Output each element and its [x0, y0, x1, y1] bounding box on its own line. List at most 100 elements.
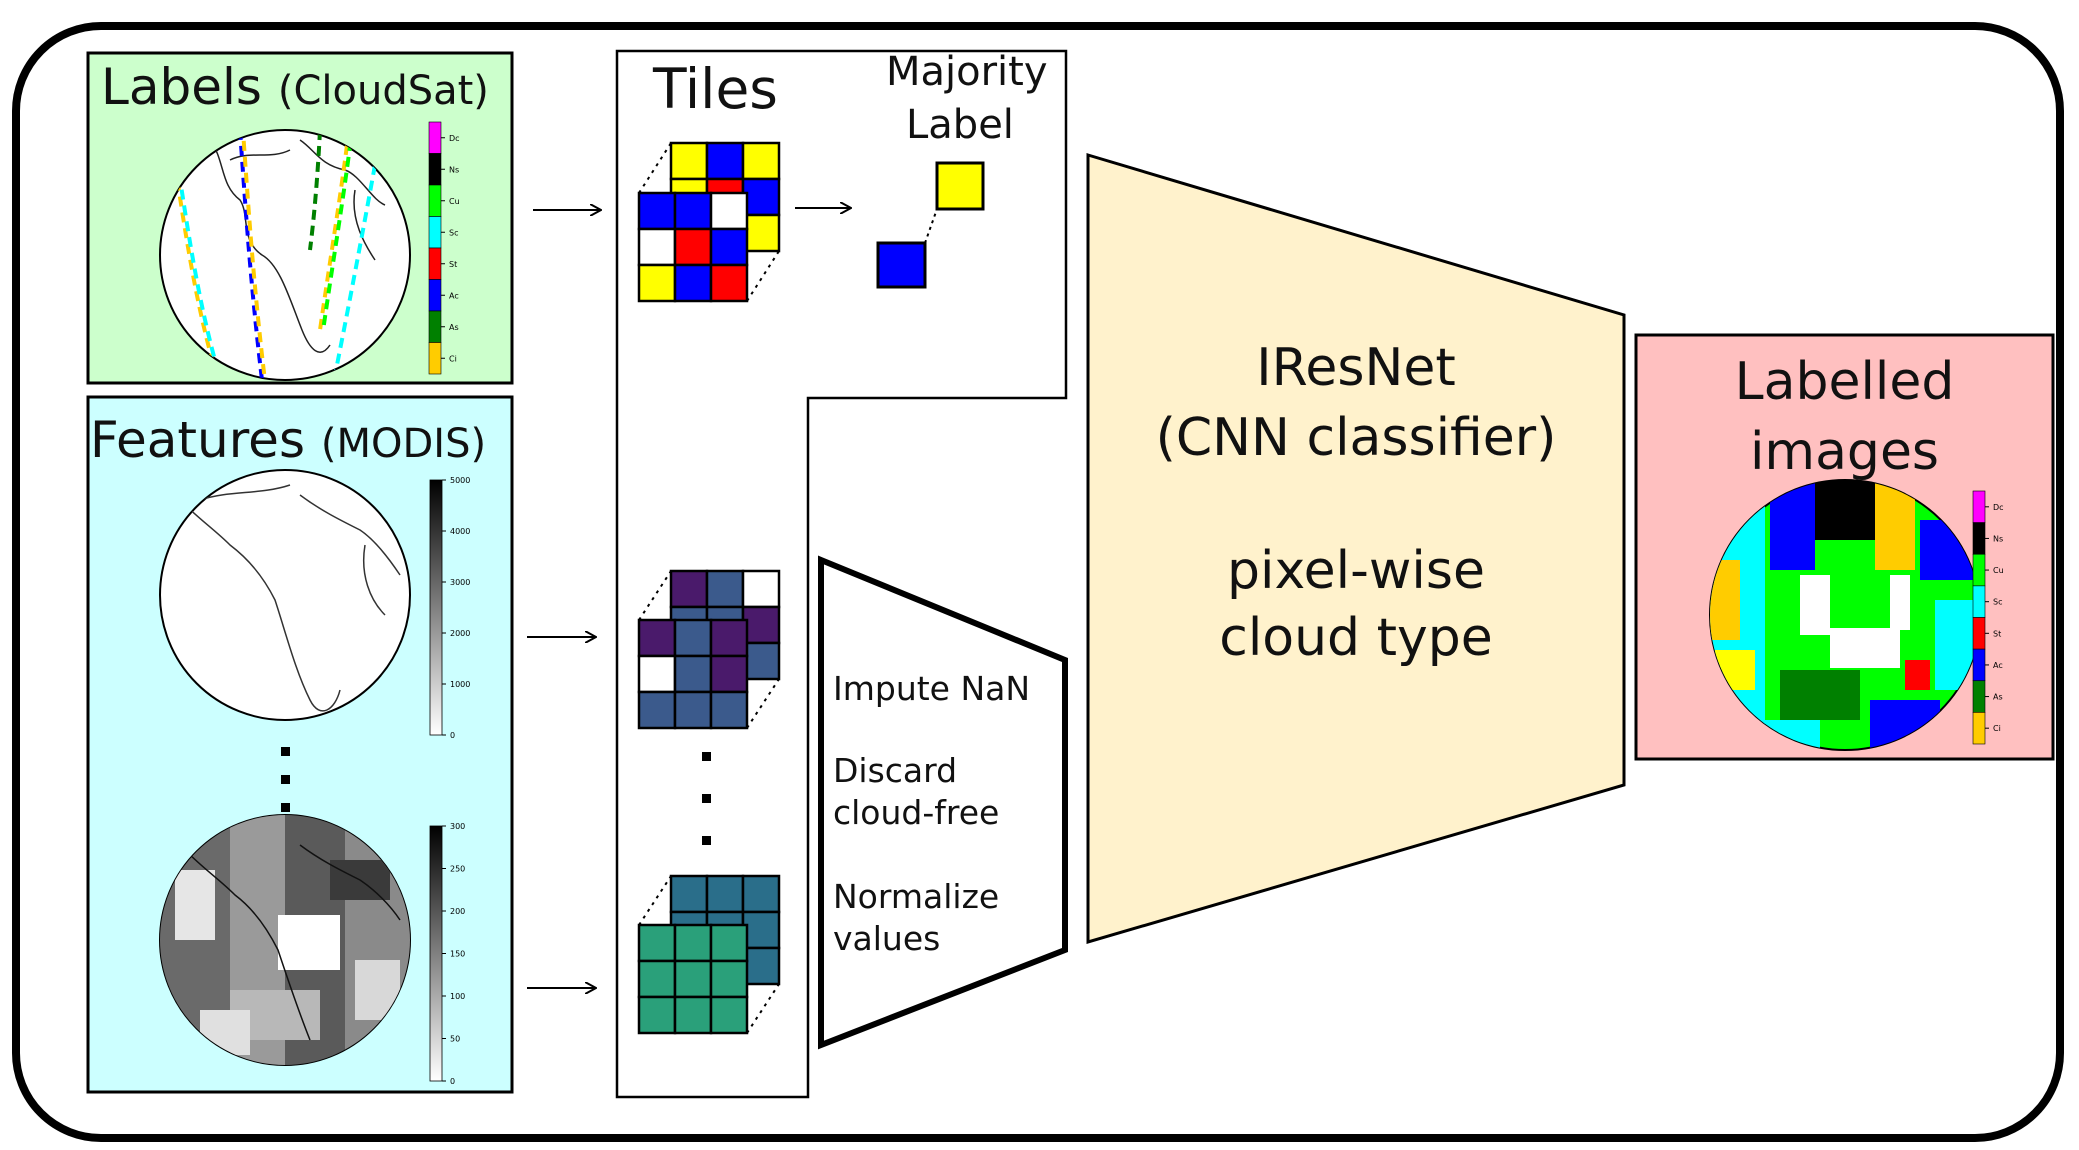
- colorbar-segment: [1972, 648, 1986, 682]
- colorbar-tick-label: 50: [450, 1035, 460, 1044]
- colorbar-tick-label: Sc: [449, 228, 458, 237]
- stack-depth-dots: [746, 250, 780, 302]
- colorbar-tick-label: Ci: [1993, 724, 2001, 733]
- colorbar-segment: [428, 279, 442, 312]
- colorbar-segment: [1972, 490, 1986, 523]
- colorbar-segment: [428, 216, 442, 249]
- majority-label-tiles: [876, 161, 985, 289]
- colorbar-tick-label: Ac: [449, 291, 459, 300]
- stack-depth-dots: [746, 983, 780, 1034]
- colorbar-tick-label: 0: [450, 1077, 455, 1086]
- colorbar-segment: [1972, 522, 1986, 555]
- label-tile-cell-front: [637, 191, 677, 231]
- stack-depth-dots: [746, 678, 780, 729]
- label-tile-cell-front: [673, 263, 713, 303]
- colorbar-tick-label: As: [449, 323, 459, 332]
- model-task-line1: pixel-wise: [1227, 541, 1485, 601]
- feature-tile-cell-back: [741, 605, 781, 645]
- feature-tile-cell-back: [741, 641, 781, 681]
- feature-tile-cell-front: [709, 654, 749, 694]
- colorbar-tick-label: St: [449, 260, 457, 269]
- ellipsis-dots: [281, 747, 290, 812]
- features-title-text: Features: [90, 411, 305, 469]
- feature-tile-cell-back: [741, 946, 781, 986]
- colorbar-segment: [428, 310, 442, 343]
- colorbar-tick-label: Dc: [1993, 503, 2004, 512]
- colorbar-segment: [1972, 680, 1986, 713]
- colorbar-segment: [1972, 712, 1986, 745]
- feature-tile-cell-front: [637, 618, 677, 658]
- preprocessing-block: [818, 555, 1068, 1050]
- output-title-line1: Labelled: [1734, 352, 1955, 412]
- modis-globe-top: [159, 469, 411, 721]
- tiles-panel-title: Tiles: [653, 57, 778, 121]
- label-tile-cell-front: [637, 263, 677, 303]
- cloudsat-globe: [159, 129, 411, 381]
- labels-source-text: (CloudSat): [277, 68, 489, 114]
- feature-tile-cell-back: [741, 569, 781, 609]
- model-subtitle: (CNN classifier): [1155, 408, 1557, 468]
- majority-label-line2: Label: [906, 102, 1014, 148]
- features-panel-title: Features (MODIS): [90, 415, 486, 465]
- feature-tile-cell-front: [673, 959, 713, 999]
- labels-title-text: Labels: [101, 58, 262, 116]
- colorbar-tick-label: St: [1993, 629, 2001, 638]
- colorbar-tick-label: 5000: [450, 476, 470, 485]
- model-block: [1086, 152, 1626, 945]
- colorbar-segment: [1972, 585, 1986, 618]
- majority-label-line1: Majority: [886, 49, 1048, 95]
- feature-tile-cell-front: [637, 690, 677, 730]
- colorbar-tick-label: 250: [450, 865, 465, 874]
- feature-tile-cell-front: [637, 654, 677, 694]
- label-tile-cell-front: [673, 191, 713, 231]
- colorbar-segment: [428, 153, 442, 186]
- colorbar-tick-label: 2000: [450, 629, 470, 638]
- label-tile-cell-back: [741, 177, 781, 217]
- output-title-line2: images: [1749, 422, 1940, 482]
- preprocessing-steps: Impute NaN Discard cloud-free Normalize …: [833, 668, 1030, 960]
- feature-tile-cell-front: [637, 959, 677, 999]
- feature-tile-cell-back: [669, 569, 709, 609]
- model-name: IResNet: [1256, 338, 1456, 398]
- label-tile-cell-front: [709, 263, 749, 303]
- feature-tile-cell-front: [673, 618, 713, 658]
- feature-tile-cell-back: [741, 910, 781, 950]
- label-tile-cell-front: [709, 227, 749, 267]
- step-normalize-line2: values: [833, 919, 941, 958]
- tiles-ellipsis-dots: [702, 752, 711, 845]
- tiles-panel: [615, 49, 1068, 1099]
- feature-tile-cell-back: [669, 874, 709, 914]
- label-tile-cell-back: [741, 141, 781, 181]
- feature-tile-cell-back: [741, 874, 781, 914]
- colorbar-tick-label: Ns: [449, 165, 459, 174]
- step-normalize: Normalize: [833, 877, 1000, 916]
- feature-tile-cell-front: [673, 690, 713, 730]
- feature-tile-cell-front: [709, 959, 749, 999]
- model-task-line2: cloud type: [1219, 608, 1493, 668]
- colorbar-segment: [428, 342, 442, 375]
- features-source-text: (MODIS): [320, 421, 487, 467]
- colorbar-tick-label: 3000: [450, 578, 470, 587]
- colorbar-tick-label: Cu: [1993, 566, 2004, 575]
- colorbar-tick-label: Ns: [1993, 534, 2003, 543]
- step-discard: Discard: [833, 751, 958, 790]
- feature-tile-cell-front: [673, 995, 713, 1035]
- labels-panel-title: Labels (CloudSat): [101, 62, 489, 112]
- colorbar-tick-label: 300: [450, 822, 465, 831]
- feature-tile-cell-front: [673, 654, 713, 694]
- colorbar-tick-label: Sc: [1993, 598, 2002, 607]
- colorbar-tick-label: Dc: [449, 134, 460, 143]
- label-tile-cell-back: [741, 213, 781, 253]
- colorbar-tick-label: 1000: [450, 680, 470, 689]
- label-tile-cell-front: [709, 191, 749, 231]
- colorbar-tick-label: 100: [450, 992, 465, 1001]
- colorbar-segment: [1972, 553, 1986, 587]
- feature-tile-cell-front: [709, 995, 749, 1035]
- colorbar-segment: [428, 247, 442, 280]
- feature-tile-cell-front: [637, 923, 677, 963]
- colorbar-tick-label: 200: [450, 907, 465, 916]
